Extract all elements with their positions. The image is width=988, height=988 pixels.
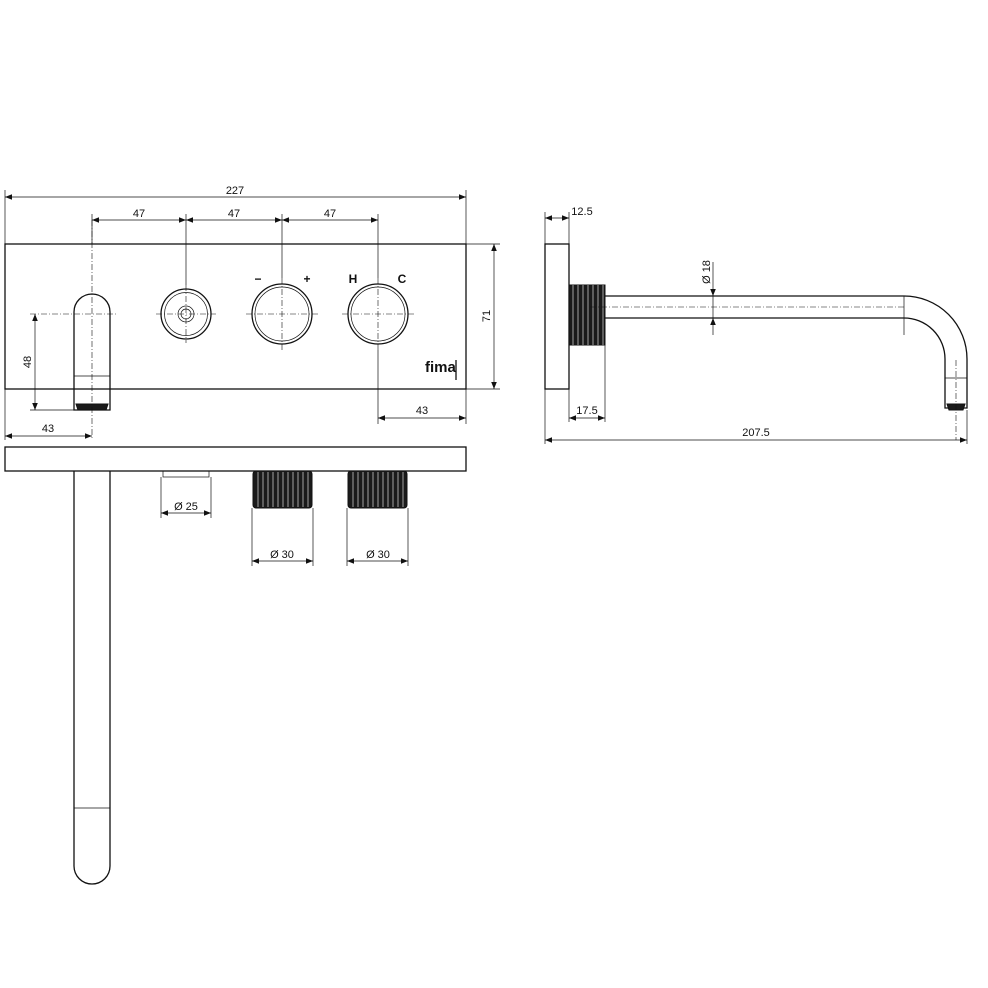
spout-top (73, 471, 111, 885)
side-plate (544, 243, 570, 390)
top-view: Ø 25 Ø 30 Ø 30 (4, 446, 467, 885)
svg-text:227: 227 (226, 185, 244, 197)
dim-dia-pushbutton: Ø 25 (160, 477, 212, 518)
dim-dia-knob-2: Ø 30 (346, 508, 409, 566)
svg-text:47: 47 (133, 208, 145, 220)
svg-text:47: 47 (324, 208, 336, 220)
dim-right-offset: 43 (377, 350, 467, 424)
svg-text:Ø 30: Ø 30 (366, 549, 390, 561)
svg-text:207.5: 207.5 (742, 427, 770, 439)
dim-overall-width: 227 (4, 185, 467, 244)
push-button-front (156, 285, 216, 343)
dim-spout-projection: 207.5 (544, 389, 968, 444)
knob-2-top (347, 470, 408, 509)
cold-symbol: C (398, 272, 407, 286)
hot-symbol: H (349, 272, 358, 286)
knob-1-top (252, 470, 313, 509)
svg-text:71: 71 (481, 310, 493, 322)
dim-knob-depth: 17.5 (568, 345, 606, 422)
side-view: 12.5 Ø 18 17.5 207.5 (544, 206, 968, 444)
side-knob-base (568, 284, 606, 346)
dim-spout-height: 48 (22, 314, 74, 411)
svg-text:43: 43 (416, 405, 428, 417)
dim-plate-depth: 12.5 (544, 206, 593, 244)
spout-front (73, 293, 111, 411)
svg-text:Ø 30: Ø 30 (270, 549, 294, 561)
push-button-top (162, 470, 210, 478)
dim-spout-offset: 43 (4, 389, 92, 440)
spout-side (605, 295, 968, 409)
plus-symbol: + (303, 272, 310, 286)
svg-text:47: 47 (228, 208, 240, 220)
svg-text:Ø 25: Ø 25 (174, 501, 198, 513)
top-plate (4, 446, 467, 472)
knob-1-front (246, 278, 318, 350)
dim-dia-knob-1: Ø 30 (251, 508, 314, 566)
svg-text:43: 43 (42, 423, 54, 435)
svg-text:Ø 18: Ø 18 (701, 260, 713, 284)
wall-plate (4, 243, 467, 390)
dim-spacings: 47 47 47 (91, 208, 379, 285)
svg-text:12.5: 12.5 (571, 206, 592, 218)
svg-text:48: 48 (22, 356, 34, 368)
dim-spout-diameter: Ø 18 (701, 260, 716, 335)
brand-logo: fima (425, 359, 457, 376)
front-view: − + H C fima 227 47 47 47 (4, 185, 500, 440)
knob-2-front (342, 278, 414, 350)
svg-text:17.5: 17.5 (576, 405, 597, 417)
minus-symbol: − (254, 272, 261, 286)
dim-plate-height: 71 (466, 243, 500, 390)
